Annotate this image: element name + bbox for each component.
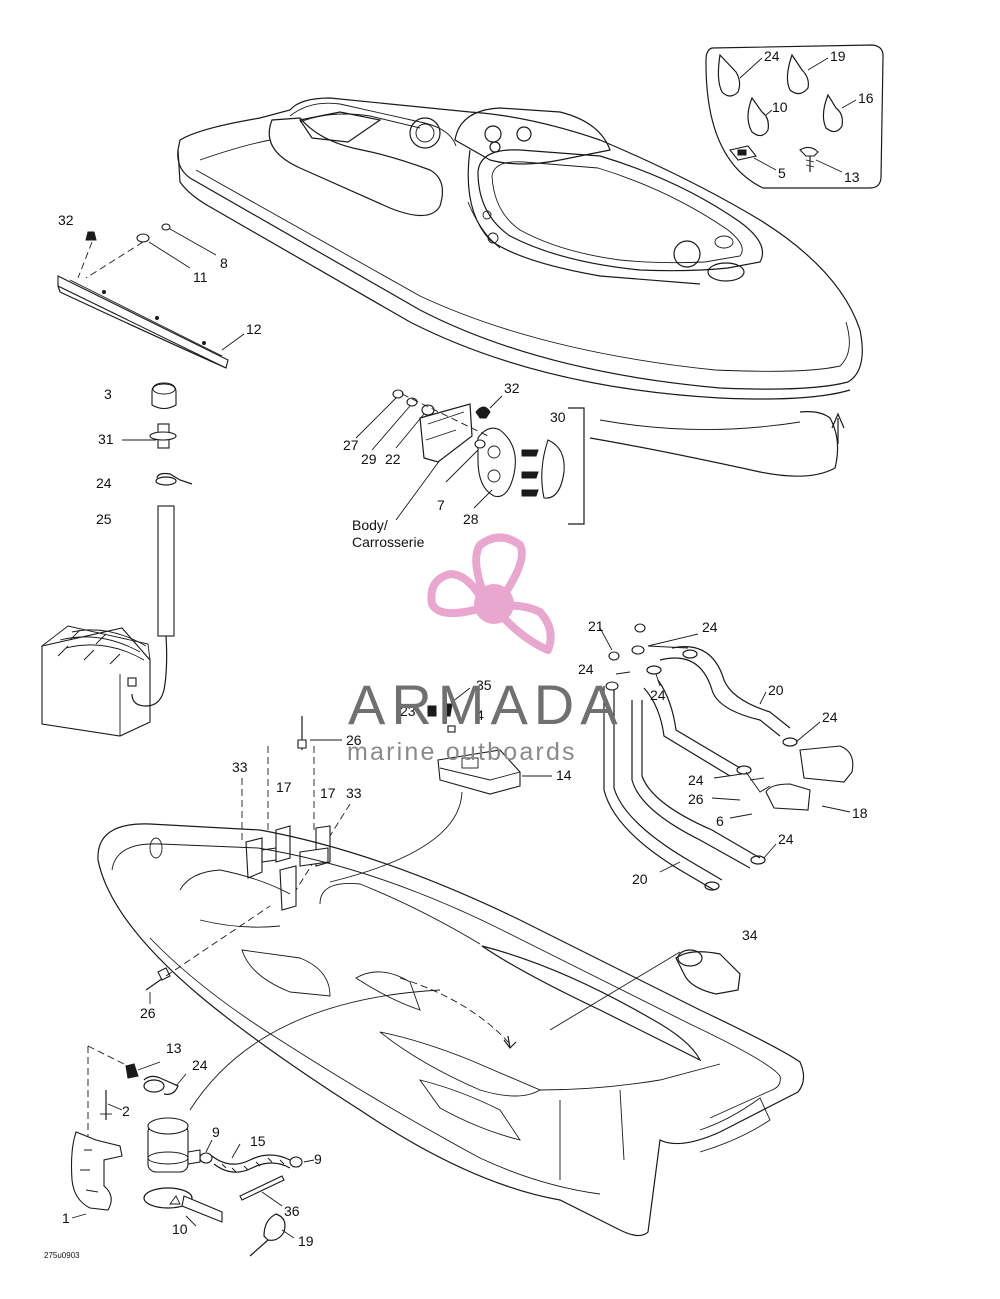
battery-vent-group: 3 31 24 25 [41, 382, 193, 737]
deck-body-drawing [177, 97, 863, 477]
callout-brk-17b: 17 [320, 785, 336, 801]
ventilation-hose-group: 21 24 24 24 20 24 24 26 6 18 24 20 [578, 618, 868, 891]
callout-kit-16: 16 [858, 90, 874, 106]
callout-mir-27: 27 [343, 437, 359, 453]
callout-bat-31: 31 [98, 431, 114, 447]
callout-kit-5: 5 [778, 165, 786, 181]
callout-hose-24d: 24 [822, 709, 838, 725]
bilge-pump-group: 13 24 2 9 15 9 36 1 10 19 [62, 1040, 322, 1257]
callout-rail-12: 12 [246, 321, 262, 337]
propeller-logo-icon [427, 533, 555, 654]
grab-rail-group: 32 8 11 12 [57, 212, 262, 369]
body-label-line2: Carrosserie [352, 534, 425, 550]
callout-brk-17a: 17 [276, 779, 292, 795]
mirror-group: 32 30 27 29 22 7 28 Body/ Carrosserie [343, 380, 585, 550]
body-label-line1: Body/ [352, 517, 388, 533]
callout-mid-23: 23 [400, 703, 416, 719]
callout-brk-33b: 33 [346, 785, 362, 801]
callout-hose-18: 18 [852, 805, 868, 821]
callout-mir-28: 28 [463, 511, 479, 527]
callout-bat-24: 24 [96, 475, 112, 491]
callout-mid-14: 14 [556, 767, 572, 783]
callout-hull-26: 26 [140, 1005, 156, 1021]
callout-pump-13: 13 [166, 1040, 182, 1056]
callout-bat-3: 3 [104, 386, 112, 402]
callout-pump-36: 36 [284, 1203, 300, 1219]
callout-pump-9a: 9 [212, 1124, 220, 1140]
watermark-brand: ARMADA [348, 673, 624, 736]
callout-rail-11: 11 [193, 269, 208, 285]
hull-drawing: 26 34 [97, 823, 805, 1237]
callout-hose-24b: 24 [578, 661, 594, 677]
figure-code: 275u0903 [44, 1251, 80, 1260]
callout-rail-8: 8 [220, 255, 228, 271]
callout-hose-20a: 20 [768, 682, 784, 698]
callout-mir-22: 22 [385, 451, 401, 467]
callout-bat-25: 25 [96, 511, 112, 527]
tool-box-mount-group: 35 23 4 26 14 [297, 677, 572, 883]
callout-kit-13: 13 [844, 169, 860, 185]
callout-hose-21: 21 [588, 618, 604, 634]
callout-hose-24f: 24 [778, 831, 794, 847]
callout-pump-1: 1 [62, 1210, 70, 1226]
callout-pump-9b: 9 [314, 1151, 322, 1167]
callout-hull-34: 34 [742, 927, 758, 943]
bracket-group: 33 17 17 33 [232, 746, 362, 911]
callout-brk-33a: 33 [232, 759, 248, 775]
callout-hose-6: 6 [716, 813, 724, 829]
callout-hose-24e: 24 [688, 772, 704, 788]
callout-kit-24: 24 [764, 48, 780, 64]
callout-hose-20b: 20 [632, 871, 648, 887]
callout-pump-19: 19 [298, 1233, 314, 1249]
callout-rail-32: 32 [58, 212, 74, 228]
callout-pump-15: 15 [250, 1133, 266, 1149]
callout-pump-10: 10 [172, 1221, 188, 1237]
callout-mir-30: 30 [550, 409, 566, 425]
armada-watermark: ARMADA marine outboards [347, 533, 624, 766]
watermark-tagline: marine outboards [347, 738, 577, 766]
callout-mid-4: 4 [476, 707, 484, 723]
callout-mid-26: 26 [346, 732, 362, 748]
callout-mir-32: 32 [504, 380, 520, 396]
callout-kit-19: 19 [830, 48, 846, 64]
fastener-kit-group: 24 19 10 16 5 13 [705, 44, 884, 189]
callout-mir-7: 7 [437, 497, 445, 513]
callout-hose-26: 26 [688, 791, 704, 807]
callout-pump-24: 24 [192, 1057, 208, 1073]
callout-mir-29: 29 [361, 451, 377, 467]
callout-hose-24c: 24 [650, 687, 666, 703]
callout-pump-2: 2 [122, 1103, 130, 1119]
callout-mid-35: 35 [476, 677, 492, 693]
callout-hose-24a: 24 [702, 619, 718, 635]
callout-kit-10: 10 [772, 99, 788, 115]
